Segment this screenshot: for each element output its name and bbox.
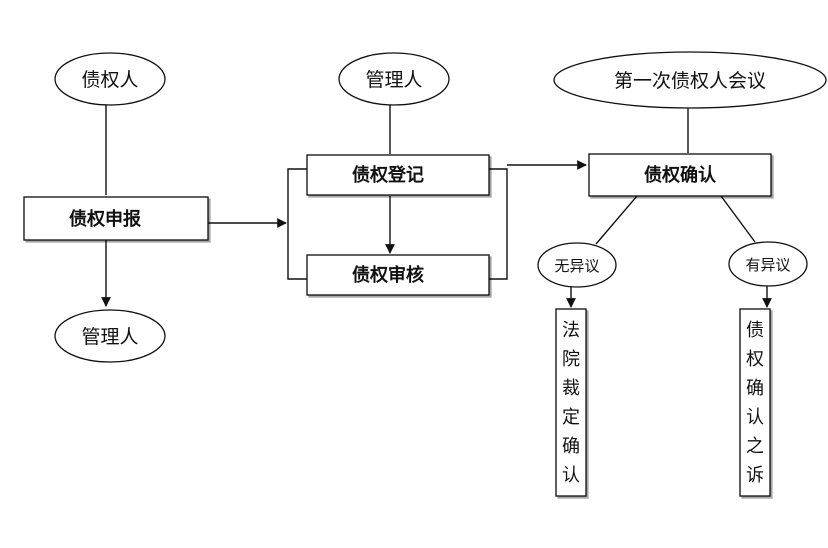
lawsuit-char: 认 — [746, 407, 764, 428]
declare-label: 债权申报 — [69, 208, 141, 230]
confirm-to-objection-line — [720, 195, 756, 243]
court-ruling-char: 裁 — [562, 378, 580, 399]
court-ruling-char: 定 — [562, 407, 580, 428]
first-meeting-label: 第一次债权人会议 — [614, 70, 766, 92]
declare-box: 债权申报 — [23, 196, 209, 241]
lawsuit-label: 债 权 确 认 之 诉 — [742, 316, 768, 490]
objection-label: 有异议 — [745, 256, 790, 274]
review-label: 债权审核 — [352, 264, 424, 286]
confirm-label: 债权确认 — [644, 164, 717, 186]
court-ruling-label: 法 院 裁 定 确 认 — [558, 316, 584, 490]
connectors — [101, 104, 772, 308]
manager-top-node: 管理人 — [338, 52, 450, 106]
manager-bottom-label: 管理人 — [81, 326, 138, 348]
no-objection-label: 无异议 — [554, 257, 599, 275]
court-ruling-char: 确 — [562, 436, 580, 457]
confirm-to-no-objection-line — [595, 195, 638, 245]
lawsuit-box — [739, 308, 771, 497]
manager-top-label: 管理人 — [365, 69, 422, 91]
lawsuit-char: 债 — [746, 320, 764, 341]
lawsuit-char: 诉 — [746, 465, 764, 486]
court-ruling-char: 院 — [562, 349, 580, 370]
court-ruling-char: 法 — [562, 320, 580, 341]
confirm-box: 债权确认 — [588, 153, 772, 197]
lawsuit-char: 权 — [746, 349, 764, 370]
court-ruling-char: 认 — [562, 465, 580, 486]
objection-node: 有异议 — [728, 241, 808, 287]
creditor-label: 债权人 — [81, 69, 138, 91]
lawsuit-char: 确 — [746, 378, 764, 399]
first-meeting-node: 第一次债权人会议 — [553, 51, 827, 109]
manager-bottom-node: 管理人 — [54, 309, 166, 363]
court-ruling-box — [555, 308, 587, 497]
lawsuit-char: 之 — [746, 436, 764, 457]
right-bracket-line — [489, 168, 508, 280]
review-box: 债权审核 — [306, 254, 490, 296]
creditor-node: 债权人 — [54, 52, 166, 106]
register-box: 债权登记 — [306, 154, 490, 196]
no-objection-node: 无异议 — [537, 242, 617, 288]
left-bracket-line — [287, 168, 307, 280]
register-label: 债权登记 — [352, 164, 424, 186]
